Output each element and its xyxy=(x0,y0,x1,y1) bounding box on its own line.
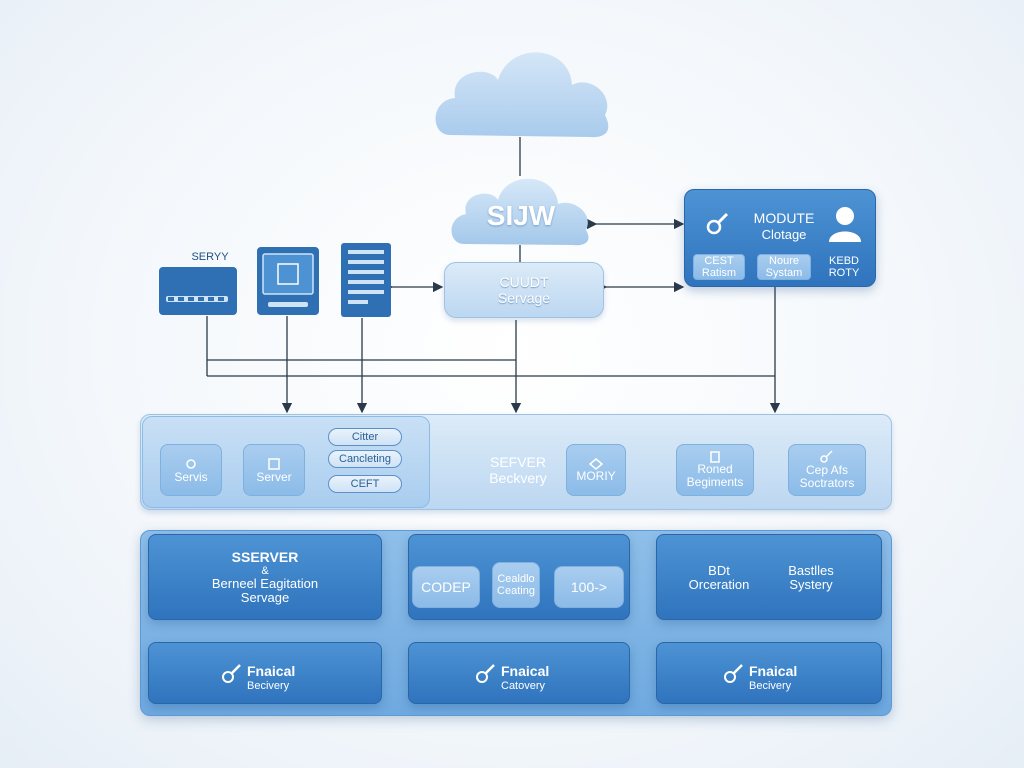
ratism-line1: CEST xyxy=(704,255,734,267)
systam-line2: Systam xyxy=(765,267,803,279)
ratism-line2: Ratism xyxy=(701,267,737,279)
server-recovery-line1: SEFVER xyxy=(489,454,546,470)
operation-systems-card[interactable]: BDt Orceration Bastlles Systery xyxy=(656,534,882,620)
document-icon xyxy=(710,451,720,463)
final2-sub: Catovery xyxy=(501,680,546,692)
coding-line1: Cealdlo xyxy=(497,573,535,585)
ratism-button[interactable]: CEST Ratism xyxy=(693,254,745,280)
servis-card[interactable]: Servis xyxy=(160,444,222,496)
wrench-icon xyxy=(820,450,833,463)
devices-label: SERYY xyxy=(191,251,229,263)
bastles-label: Bastlles Systery xyxy=(769,555,853,601)
server-tower-icon xyxy=(341,243,391,317)
coding-line2: Ceating xyxy=(497,585,535,597)
shield-icon xyxy=(589,457,603,470)
codep-label: CODEP xyxy=(421,579,471,595)
server-icon xyxy=(268,457,280,470)
bastles-line1: Bastlles xyxy=(788,563,834,578)
module-subtitle: Clotage xyxy=(761,227,807,242)
roty-line2: ROTY xyxy=(828,267,860,279)
ceft-pill[interactable]: CEFT xyxy=(328,475,402,493)
sserver-integration-card[interactable]: SSERVER & Berneel Eagitation Servage xyxy=(148,534,382,620)
server-recovery-line2: Beckvery xyxy=(489,470,547,486)
cep-line2: Soctrators xyxy=(799,476,855,490)
codep-button[interactable]: CODEP xyxy=(412,566,480,608)
wrench-icon xyxy=(222,664,241,683)
sijw-cloud: SIJW xyxy=(446,168,596,248)
cloud-service-title: CUUDT xyxy=(499,274,549,290)
stepper-label: 100-> xyxy=(570,579,608,595)
moriy-label: MORIY xyxy=(576,468,616,483)
sserver-title: SSERVER xyxy=(231,549,299,565)
server-label: Server xyxy=(256,469,292,484)
wrench-icon xyxy=(724,664,743,683)
final3-title: Fnaical xyxy=(749,663,798,679)
sserver-amp: & xyxy=(261,565,269,577)
network-switch-icon xyxy=(159,267,237,315)
cloud-service-subtitle: Servage xyxy=(497,290,551,306)
roty-label: KEBD ROTY xyxy=(819,254,869,280)
final1-title: Fnaical xyxy=(247,663,296,679)
sserver-line3: Servage xyxy=(240,590,290,605)
wrench-icon xyxy=(476,664,495,683)
module-title: MODUTE xyxy=(753,210,815,226)
cloud-service-box[interactable]: CUUDT Servage xyxy=(444,262,604,318)
roned-line1: Roned xyxy=(697,462,733,476)
bdt-line1: BDt xyxy=(708,563,730,578)
top-cloud-icon xyxy=(435,52,609,138)
bastles-line2: Systery xyxy=(789,577,833,592)
final1-sub: Becivery xyxy=(247,680,290,692)
roty-line1: KEBD xyxy=(829,255,859,267)
bdt-label: BDt Orceration xyxy=(677,555,761,601)
roned-card[interactable]: Roned Begiments xyxy=(676,444,754,496)
sserver-line2: Berneel Eagitation xyxy=(211,576,319,591)
server-card[interactable]: Server xyxy=(243,444,305,496)
servis-label: Servis xyxy=(174,469,208,484)
final-recovery-card-2[interactable]: Fnaical Catovery xyxy=(408,642,630,704)
server-recovery-label: SEFVER Beckvery xyxy=(480,450,556,490)
cloud-label: SIJW xyxy=(486,200,556,231)
roned-line2: Begiments xyxy=(686,475,744,489)
final-recovery-card-3[interactable]: Fnaical Becivery xyxy=(656,642,882,704)
user-icon xyxy=(829,207,861,242)
cloud-icon xyxy=(451,178,589,246)
gear-icon xyxy=(186,458,196,469)
stepper-button[interactable]: 100-> xyxy=(554,566,624,608)
cep-line1: Cep Afs xyxy=(805,463,849,477)
coding-button[interactable]: Cealdlo Ceating xyxy=(492,562,540,608)
cancleting-pill[interactable]: Cancleting xyxy=(328,450,402,468)
bdt-line2: Orceration xyxy=(688,577,750,592)
moriy-card[interactable]: MORIY xyxy=(566,444,626,496)
wrench-icon xyxy=(706,212,729,235)
citter-pill[interactable]: Citter xyxy=(328,428,402,446)
systam-line1: Noure xyxy=(769,255,799,267)
systam-button[interactable]: Noure Systam xyxy=(757,254,811,280)
final3-sub: Becivery xyxy=(749,680,792,692)
final-recovery-card-1[interactable]: Fnaical Becivery xyxy=(148,642,382,704)
monitor-device-icon xyxy=(257,247,319,315)
module-storage-panel[interactable]: MODUTE Clotage CEST Ratism Noure Systam … xyxy=(684,189,876,287)
cep-card[interactable]: Cep Afs Soctrators xyxy=(788,444,866,496)
final2-title: Fnaical xyxy=(501,663,550,679)
